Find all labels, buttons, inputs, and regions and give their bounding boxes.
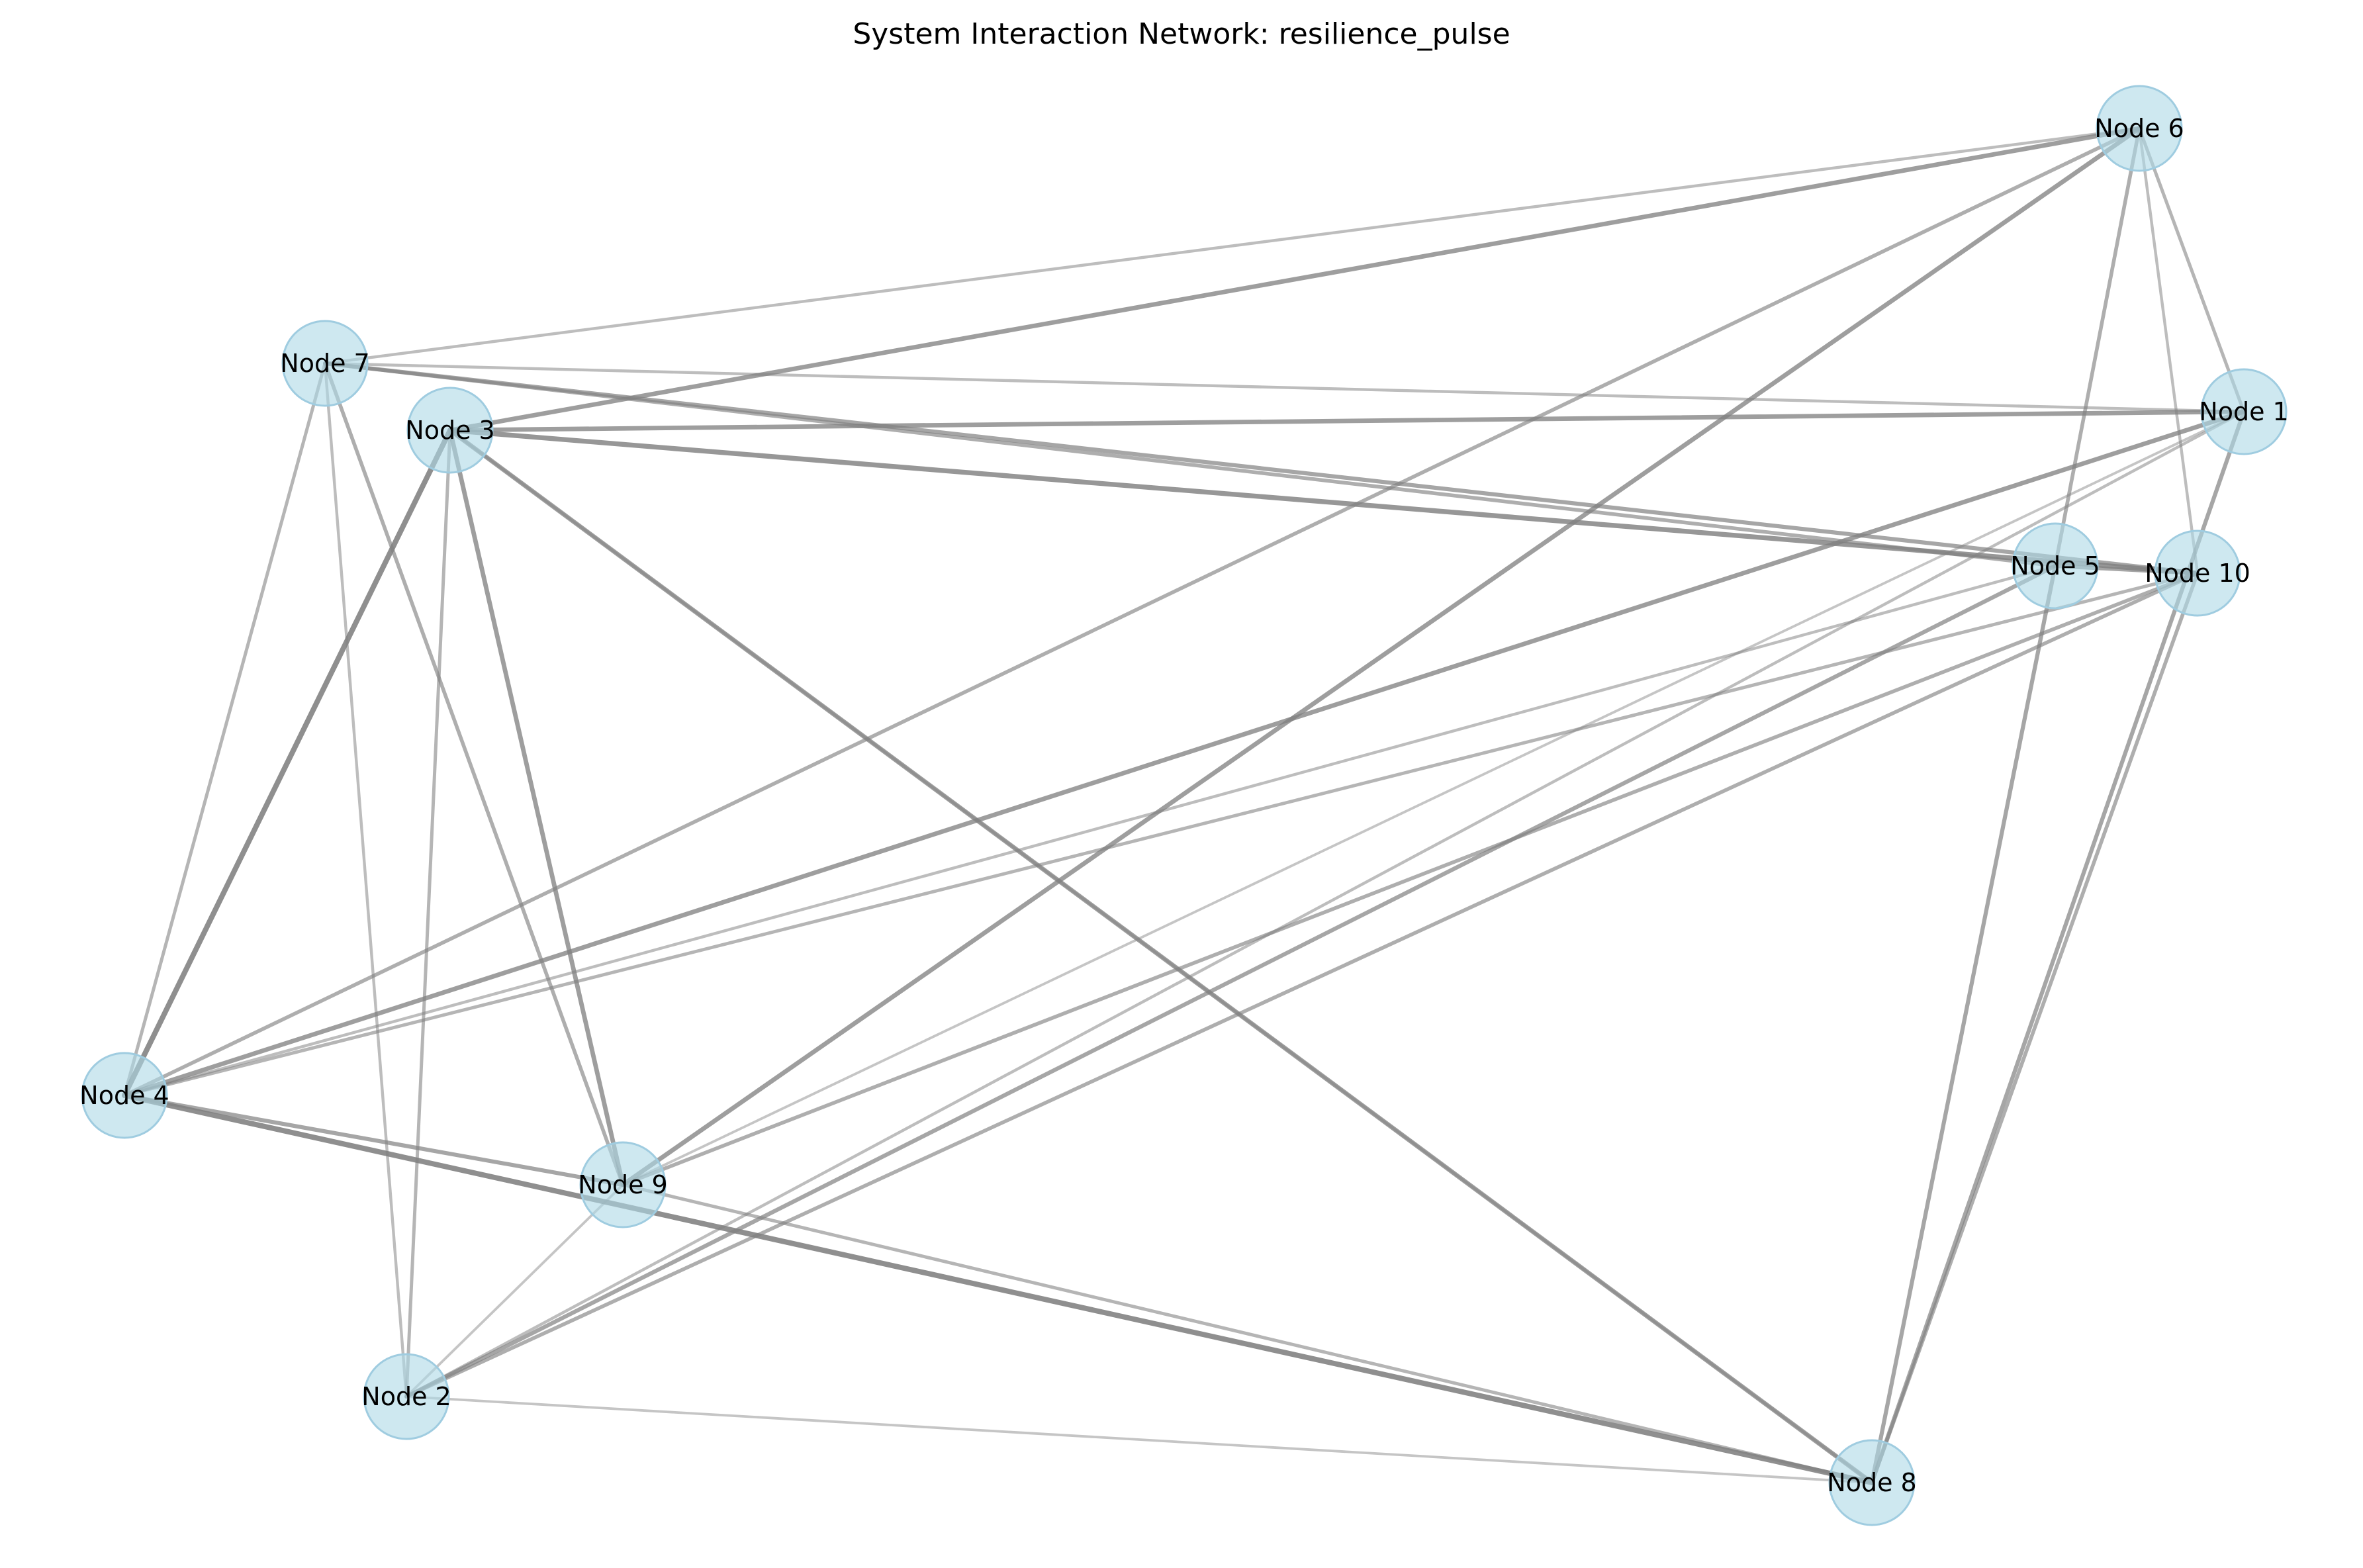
edge-n3-n9 bbox=[447, 428, 626, 1187]
node-label-9: Node 9 bbox=[578, 1170, 667, 1199]
edge-n3-n4 bbox=[122, 428, 453, 1098]
edge-n4-n6 bbox=[122, 126, 2141, 1097]
node-8 bbox=[1828, 1439, 1916, 1526]
edge-n2-n10 bbox=[404, 571, 2200, 1399]
edge-n9-n2 bbox=[405, 1183, 624, 1398]
labels-layer: Node 1 Node 2 Node 3 Node 4 Node 5 Node 6 Node… bbox=[79, 114, 2288, 1497]
node-label-1: Node 1 bbox=[2199, 397, 2288, 426]
edge-n7-n2 bbox=[323, 361, 408, 1399]
node-4 bbox=[81, 1052, 168, 1139]
edge-n9-n8 bbox=[621, 1183, 1874, 1485]
node-10 bbox=[2154, 530, 2241, 617]
edge-n6-n1 bbox=[2137, 126, 2246, 414]
edge-n6-n5 bbox=[2053, 126, 2141, 568]
node-label-6: Node 6 bbox=[2094, 114, 2184, 143]
edge-n9-n6 bbox=[620, 126, 2142, 1187]
node-label-7: Node 7 bbox=[280, 349, 369, 378]
edge-n7-n9 bbox=[323, 361, 625, 1187]
edge-n4-n9 bbox=[122, 1093, 626, 1187]
edge-n7-n6 bbox=[323, 126, 2141, 365]
node-6 bbox=[2096, 85, 2183, 172]
node-label-8: Node 8 bbox=[1827, 1468, 1916, 1497]
edge-n7-n10 bbox=[322, 361, 2200, 576]
edge-n10-n8 bbox=[1870, 571, 2200, 1485]
node-label-2: Node 2 bbox=[361, 1382, 451, 1411]
node-label-5: Node 5 bbox=[2010, 551, 2100, 580]
edge-n9-n10 bbox=[621, 571, 2200, 1187]
edge-n3-n2 bbox=[404, 428, 452, 1399]
diagram-title: System Interaction Network: resilience_p… bbox=[853, 17, 1510, 51]
edge-n4-n10 bbox=[122, 571, 2200, 1097]
nodes-layer bbox=[81, 85, 2288, 1526]
edges-layer bbox=[122, 126, 2247, 1485]
edge-n2-n8 bbox=[405, 1395, 1873, 1484]
edge-n3-n6 bbox=[447, 126, 2142, 433]
edge-n7-n4 bbox=[122, 361, 327, 1097]
node-3 bbox=[406, 387, 494, 474]
edge-n4-n8 bbox=[122, 1093, 1875, 1485]
node-9 bbox=[579, 1141, 667, 1228]
edge-n4-n5 bbox=[122, 564, 2057, 1097]
node-1 bbox=[2200, 368, 2288, 455]
node-7 bbox=[281, 320, 369, 407]
edge-n2-n5 bbox=[404, 563, 2058, 1399]
node-label-3: Node 3 bbox=[405, 416, 494, 445]
edge-n7-n1 bbox=[323, 361, 2246, 414]
node-label-10: Node 10 bbox=[2145, 559, 2250, 588]
node-2 bbox=[363, 1353, 450, 1440]
edge-n3-n8 bbox=[449, 429, 1873, 1484]
edge-n9-n1 bbox=[622, 410, 2245, 1186]
node-5 bbox=[2012, 522, 2099, 610]
edge-n6-n10 bbox=[2137, 126, 2200, 575]
node-label-4: Node 4 bbox=[79, 1081, 169, 1110]
edge-n3-n8 bbox=[447, 428, 1875, 1485]
edge-n4-n1 bbox=[122, 409, 2247, 1098]
edge-n3-n10 bbox=[447, 428, 2200, 576]
edge-n2-n1 bbox=[404, 410, 2246, 1399]
edge-n5-n8 bbox=[1869, 563, 2058, 1485]
edge-n3-n1 bbox=[447, 409, 2247, 433]
